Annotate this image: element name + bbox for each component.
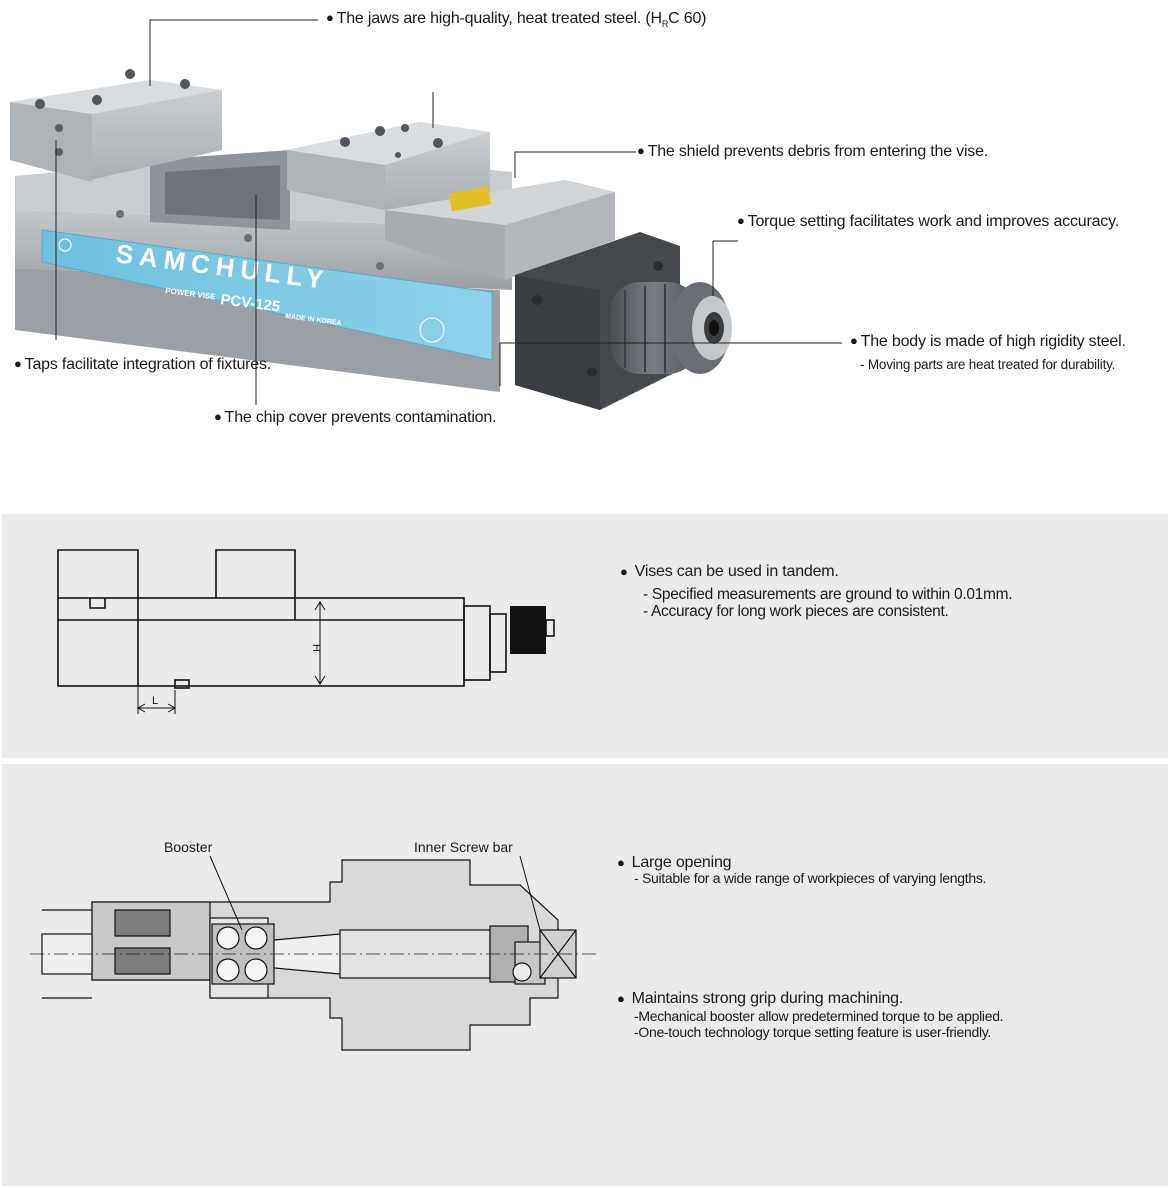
bullet-icon: ●: [617, 855, 625, 870]
bullet-icon: ●: [214, 409, 222, 424]
bullet-icon: ●: [850, 333, 858, 348]
callout-taps: ●Taps facilitate integration of fixtures…: [14, 356, 272, 373]
dim-l-label: L: [152, 695, 158, 707]
leader-jaws: [149, 19, 318, 86]
tandem-heading: ●Vises can be used in tandem.: [620, 563, 839, 580]
label-inner-screw: Inner Screw bar: [414, 839, 513, 855]
screw-leader: [519, 855, 541, 931]
dim-h-label: H: [310, 644, 322, 652]
callout-body: ●The body is made of high rigidity steel…: [850, 333, 1126, 350]
vise-illustration: SAMCHULLY POWER VISE PCV-125 MADE IN KOR…: [10, 19, 842, 410]
grip-sub2: -One-touch technology torque setting fea…: [634, 1024, 992, 1040]
label-booster: Booster: [164, 839, 213, 855]
bullet-icon: ●: [14, 356, 22, 371]
booster-leader: [209, 855, 243, 931]
brand-label: [41, 229, 493, 361]
section-drawing: [30, 855, 600, 1051]
callout-chip: ●The chip cover prevents contamination.: [214, 409, 497, 426]
callout-jaws: ●The jaws are high-quality, heat treated…: [326, 10, 707, 30]
tandem-drawing: H L: [57, 549, 555, 714]
bullet-icon: ●: [617, 991, 625, 1006]
grip-heading: ●Maintains strong grip during machining.: [617, 990, 904, 1007]
grip-sub1: -Mechanical booster allow predetermined …: [634, 1008, 1004, 1024]
bullet-icon: ●: [637, 143, 645, 158]
tandem-panel: [2, 514, 1168, 758]
callout-body-sub: - Moving parts are heat treated for dura…: [860, 357, 1116, 372]
bullet-icon: ●: [737, 213, 745, 228]
callout-torque: ●Torque setting facilitates work and imp…: [737, 213, 1119, 230]
tandem-line2: - Accuracy for long work pieces are cons…: [643, 603, 949, 620]
leader-shield: [514, 151, 636, 178]
tandem-line1: - Specified measurements are ground to w…: [643, 586, 1013, 603]
opening-heading: ●Large opening: [617, 854, 732, 871]
callout-shield: ●The shield prevents debris from enterin…: [637, 143, 989, 160]
bullet-icon: ●: [326, 10, 334, 25]
bullet-icon: ●: [620, 564, 628, 579]
opening-sub: - Suitable for a wide range of workpiece…: [634, 870, 987, 886]
